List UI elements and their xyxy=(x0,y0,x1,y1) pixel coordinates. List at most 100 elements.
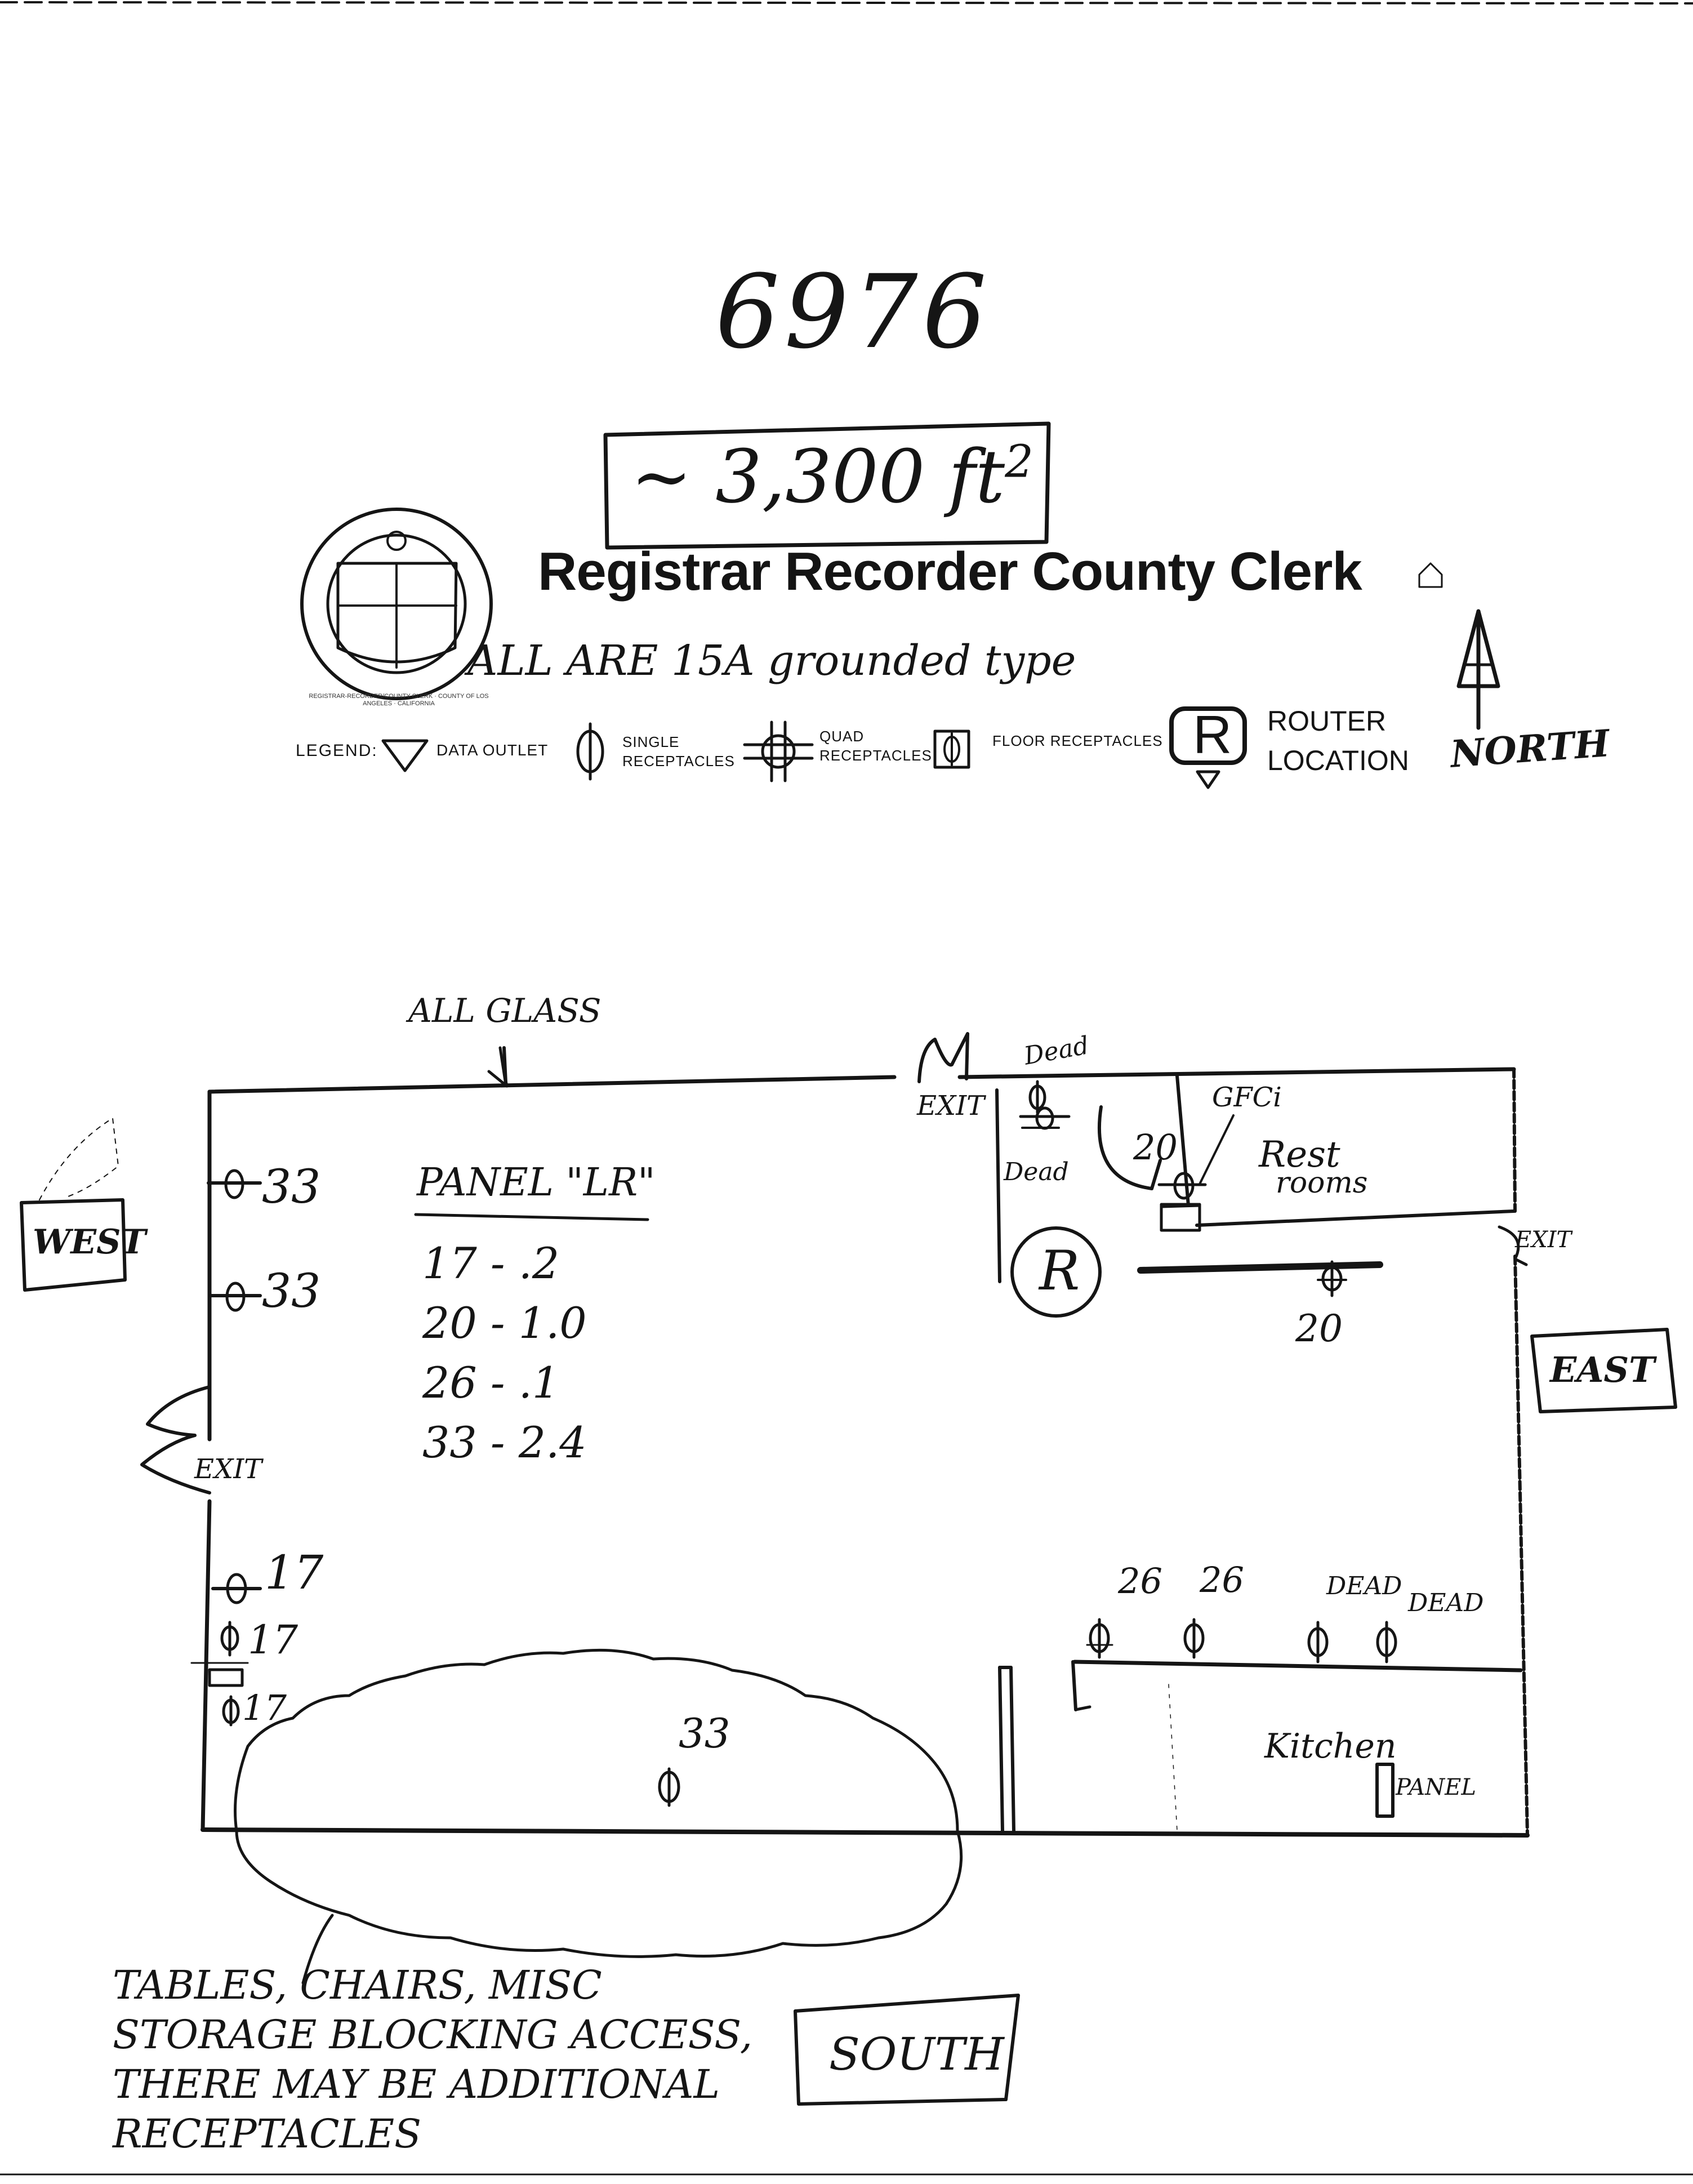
legend-single-line2: RECEPTACLES xyxy=(622,753,735,769)
receptacle-west-1 xyxy=(207,1169,262,1199)
kitchen-walls xyxy=(998,1660,1523,1832)
panel-circuit: 17 xyxy=(422,1238,477,1288)
panel-value: - .2 xyxy=(490,1238,560,1288)
panel-circuit: 26 xyxy=(422,1358,477,1408)
floor-receptacle-icon xyxy=(933,730,970,769)
receptacle-west-4 xyxy=(190,1621,249,1687)
legend-quad-line1: QUAD xyxy=(819,728,865,745)
west-arrow-sketch xyxy=(39,1118,119,1200)
area-value: ~ 3,300 ft2 xyxy=(631,434,1033,519)
legend-router-label: ROUTER LOCATION xyxy=(1267,701,1409,780)
storage-note-leader xyxy=(301,1914,334,1985)
exit-west-label: EXIT xyxy=(194,1453,262,1485)
county-seal-icon xyxy=(300,508,493,700)
gfci-label: GFCi xyxy=(1212,1082,1282,1113)
east-box xyxy=(1530,1328,1677,1413)
seal-ring-text: REGISTRAR-RECORDER/COUNTY CLERK · COUNTY… xyxy=(309,693,489,707)
page-title: Registrar Recorder County Clerk xyxy=(538,541,1362,602)
panel-value: - 2.4 xyxy=(490,1417,587,1467)
receptacle-label-kitchen-26a: 26 xyxy=(1118,1560,1162,1602)
router-plan-symbol: R xyxy=(1039,1239,1080,1302)
restrooms-label: Rest rooms xyxy=(1259,1134,1368,1200)
legend-router-symbol: R xyxy=(1193,705,1232,765)
panel-table-title: PANEL "LR" xyxy=(417,1160,656,1205)
south-box xyxy=(794,1994,1020,2106)
exit-north-label: EXIT xyxy=(917,1090,985,1122)
kitchen-panel-label: PANEL xyxy=(1396,1774,1476,1800)
legend-router-line1: ROUTER xyxy=(1267,705,1387,737)
receptacle-label-kitchen-26b: 26 xyxy=(1200,1559,1244,1600)
dead-label-kitchen-1: DEAD xyxy=(1326,1572,1402,1600)
west-box xyxy=(20,1198,127,1292)
storage-note: TABLES, CHAIRS, MISC STORAGE BLOCKING AC… xyxy=(113,1960,752,2159)
receptacle-kitchen-4 xyxy=(1376,1621,1397,1663)
receptacle-label-west-3: 17 xyxy=(265,1546,324,1600)
receptacle-dead-north xyxy=(1028,1080,1046,1114)
south-label: SOUTH xyxy=(829,2028,1004,2080)
west-label: WEST xyxy=(33,1222,146,1262)
panel-table-underline xyxy=(414,1213,649,1221)
panel-row: 17 - .2 xyxy=(422,1234,587,1293)
panel-row: 20 - 1.0 xyxy=(422,1293,587,1353)
all-glass-label: ALL GLASS xyxy=(408,991,602,1030)
receptacle-label-west-4: 17 xyxy=(248,1617,298,1663)
legend-single-label: SINGLE RECEPTACLES xyxy=(622,732,735,771)
receptacle-kitchen-2 xyxy=(1183,1618,1205,1659)
legend-single-line1: SINGLE xyxy=(622,733,680,750)
legend-router-line2: LOCATION xyxy=(1267,745,1409,776)
registrar-home-icon xyxy=(1418,562,1443,588)
legend-data-outlet-label: DATA OUTLET xyxy=(436,741,549,759)
area-superscript: 2 xyxy=(1005,435,1033,488)
site-number: 6976 xyxy=(715,253,992,371)
receptacle-note: ALL ARE 15A grounded type xyxy=(467,637,1076,685)
restrooms-line1: Rest xyxy=(1259,1134,1340,1176)
east-label: EAST xyxy=(1550,1349,1655,1390)
exit-east-label: EXIT xyxy=(1515,1227,1572,1253)
receptacle-kitchen-3 xyxy=(1307,1621,1329,1663)
legend-quad-line2: RECEPTACLES xyxy=(819,747,932,764)
panel-row: 26 - .1 xyxy=(422,1353,587,1413)
panel-value: - 1.0 xyxy=(490,1298,587,1348)
exit-east-door xyxy=(1498,1225,1528,1266)
panel-circuit: 20 xyxy=(422,1298,477,1348)
data-outlet-icon xyxy=(381,739,429,772)
receptacle-floor-33 xyxy=(658,1767,680,1807)
receptacle-label-west-2: 33 xyxy=(262,1265,321,1318)
receptacle-label-restroom-20: 20 xyxy=(1133,1127,1178,1168)
legend-floor-label: FLOOR RECEPTACLES xyxy=(992,732,1163,749)
dead-label-restroom: Dead xyxy=(1004,1158,1069,1186)
panel-table: 17 - .2 20 - 1.0 26 - .1 33 - 2.4 xyxy=(422,1234,587,1473)
legend-label: LEGEND: xyxy=(296,741,378,760)
storage-note-line1: TABLES, CHAIRS, MISC xyxy=(113,1962,602,2008)
receptacle-west-5 xyxy=(222,1695,240,1727)
receptacle-gfci xyxy=(1157,1114,1235,1200)
receptacle-dead-restroom xyxy=(1019,1106,1071,1130)
north-arrow-icon xyxy=(1456,609,1500,730)
receptacle-label-west-5: 17 xyxy=(242,1687,287,1728)
receptacle-corridor-20 xyxy=(1317,1260,1347,1297)
receptacle-west-3 xyxy=(211,1573,262,1604)
storage-cloud xyxy=(234,1648,963,1958)
storage-note-line3: THERE MAY BE ADDITIONAL xyxy=(113,2061,720,2107)
storage-note-line4: RECEPTACLES xyxy=(113,2111,422,2157)
receptacle-label-floor-33: 33 xyxy=(679,1710,730,1757)
single-receptacle-icon xyxy=(576,722,604,781)
area-box xyxy=(603,421,1051,550)
receptacle-label-west-1: 33 xyxy=(262,1160,321,1214)
receptacle-label-corridor-20: 20 xyxy=(1295,1307,1343,1350)
exit-west-door xyxy=(140,1385,211,1494)
restroom-block xyxy=(995,1074,1516,1283)
receptacle-kitchen-1 xyxy=(1086,1618,1113,1659)
quad-receptacle-icon xyxy=(743,720,814,782)
router-location-marker xyxy=(1010,1226,1102,1318)
scan-top-edge xyxy=(0,1,1693,5)
dead-label-kitchen-2: DEAD xyxy=(1408,1589,1484,1617)
panel-row: 33 - 2.4 xyxy=(422,1413,587,1473)
restrooms-line2: rooms xyxy=(1276,1166,1368,1200)
panel-circuit: 33 xyxy=(422,1417,477,1467)
kitchen-label: Kitchen xyxy=(1264,1727,1397,1766)
legend-quad-label: QUAD RECEPTACLES xyxy=(819,727,932,765)
router-legend-icon xyxy=(1169,706,1247,789)
storage-note-line2: STORAGE BLOCKING ACCESS, xyxy=(113,2012,752,2058)
